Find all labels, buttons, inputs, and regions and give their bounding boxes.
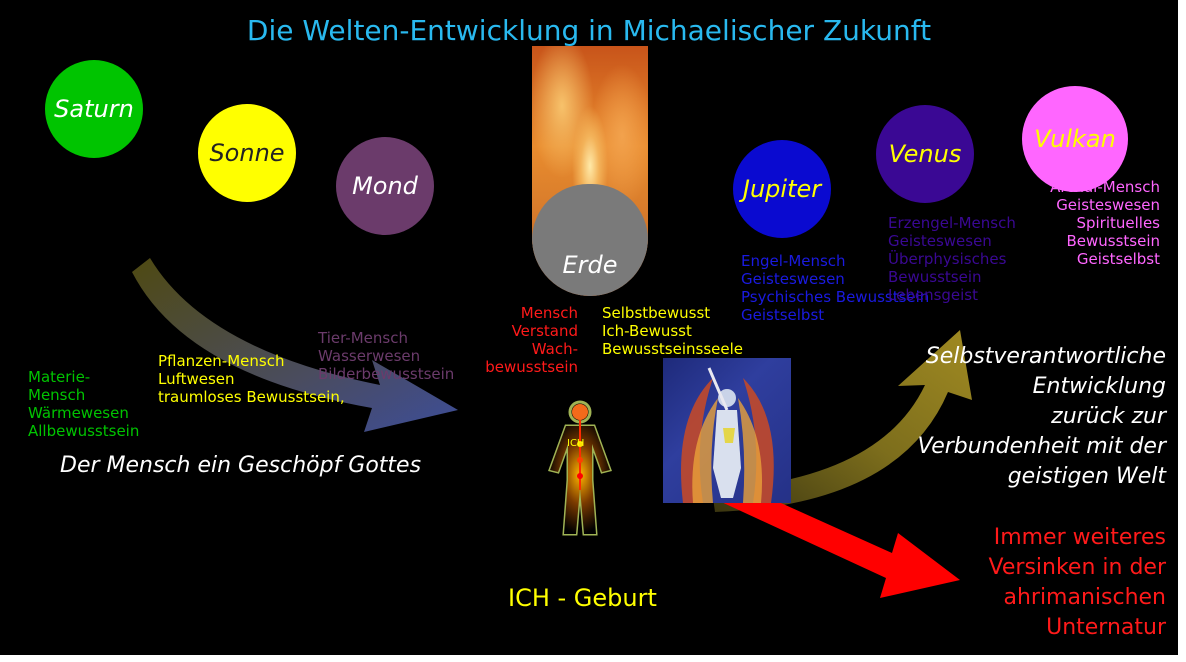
planet-saturn: Saturn — [45, 60, 143, 158]
page-title: Die Welten-Entwicklung in Michaelischer … — [0, 14, 1178, 47]
versinken-text: Immer weiteres Versinken in der ahrimani… — [930, 523, 1166, 643]
venus-line: Lebensgeist — [888, 286, 1016, 304]
saturn-line: Materie- — [28, 368, 139, 386]
sonne-line: Pflanzen-Mensch — [158, 352, 345, 370]
earth-painting: Erde — [532, 46, 648, 296]
erde-yellow-line: Ich-Bewusst — [602, 322, 743, 340]
geschoepf-label: Der Mensch ein Geschöpf Gottes — [60, 452, 421, 480]
versinken-line: Immer weiteres — [930, 523, 1166, 553]
versinken-line: Unternatur — [930, 613, 1166, 643]
planet-mond-label: Mond — [352, 172, 418, 200]
selbst-line: Verbundenheit mit der — [860, 432, 1166, 462]
vulkan-line: Archai-Mensch — [1008, 178, 1160, 196]
planet-jupiter: Jupiter — [733, 140, 831, 238]
venus-line: Überphysisches — [888, 250, 1016, 268]
saturn-line: Mensch — [28, 386, 139, 404]
planet-venus-label: Venus — [889, 140, 962, 168]
planet-saturn-label: Saturn — [54, 95, 134, 123]
michael-figure-image — [663, 358, 791, 503]
saturn-stage-text: Materie- Mensch Wärmewesen Allbewusstsei… — [28, 368, 139, 440]
mond-line: Bilderbewusstsein — [318, 365, 454, 383]
planet-sonne-label: Sonne — [209, 139, 284, 167]
planet-vulkan-label: Vulkan — [1034, 125, 1116, 153]
erde-red-text: Mensch Verstand Wach- bewusstsein — [462, 304, 578, 376]
erde-yellow-line: Bewusstseinsseele — [602, 340, 743, 358]
venus-line: Erzengel-Mensch — [888, 214, 1016, 232]
saturn-line: Wärmewesen — [28, 404, 139, 422]
selbst-line: Selbstverantwortliche — [860, 342, 1166, 372]
erde-red-line: Mensch — [462, 304, 578, 322]
jupiter-line: Geistselbst — [741, 306, 929, 324]
ich-geburt-label: ICH - Geburt — [508, 583, 657, 613]
erde-yellow-line: Selbstbewusst — [602, 304, 743, 322]
erde-red-line: Wach- — [462, 340, 578, 358]
planet-erde-label: Erde — [532, 251, 648, 279]
vulkan-line: Spirituelles — [1008, 214, 1160, 232]
planet-venus: Venus — [876, 105, 974, 203]
michael-painting — [663, 358, 791, 503]
planet-sonne: Sonne — [198, 104, 296, 202]
planet-vulkan: Vulkan — [1022, 86, 1128, 192]
vulkan-line: Geistselbst — [1008, 250, 1160, 268]
selbstverantwortlich-text: Selbstverantwortliche Entwicklung zurück… — [860, 342, 1166, 492]
planet-mond: Mond — [336, 137, 434, 235]
sonne-stage-text: Pflanzen-Mensch Luftwesen traumloses Bew… — [158, 352, 345, 406]
mond-line: Wasserwesen — [318, 347, 454, 365]
sonne-line: traumloses Bewusstsein, — [158, 388, 345, 406]
erde-red-line: bewusstsein — [462, 358, 578, 376]
selbst-line: Entwicklung — [860, 372, 1166, 402]
vulkan-line: Bewusstsein — [1008, 232, 1160, 250]
human-aura-figure — [544, 400, 616, 540]
selbst-line: geistigen Welt — [860, 462, 1166, 492]
earth-dome — [532, 184, 648, 296]
mond-line: Tier-Mensch — [318, 329, 454, 347]
vulkan-line: Geisteswesen — [1008, 196, 1160, 214]
mond-stage-text: Tier-Mensch Wasserwesen Bilderbewusstsei… — [318, 329, 454, 383]
erde-yellow-text: Selbstbewusst Ich-Bewusst Bewusstseinsse… — [602, 304, 743, 358]
versinken-line: Versinken in der — [930, 553, 1166, 583]
erde-red-line: Verstand — [462, 322, 578, 340]
venus-line: Bewusstsein — [888, 268, 1016, 286]
planet-jupiter-label: Jupiter — [743, 175, 821, 203]
venus-line: Geisteswesen — [888, 232, 1016, 250]
selbst-line: zurück zur — [860, 402, 1166, 432]
ich-small-label: ICH — [567, 438, 584, 450]
sonne-line: Luftwesen — [158, 370, 345, 388]
versinken-line: ahrimanischen — [930, 583, 1166, 613]
venus-stage-text: Erzengel-Mensch Geisteswesen Überphysisc… — [888, 214, 1016, 304]
vulkan-stage-text: Archai-Mensch Geisteswesen Spirituelles … — [1008, 178, 1160, 268]
saturn-line: Allbewusstsein — [28, 422, 139, 440]
